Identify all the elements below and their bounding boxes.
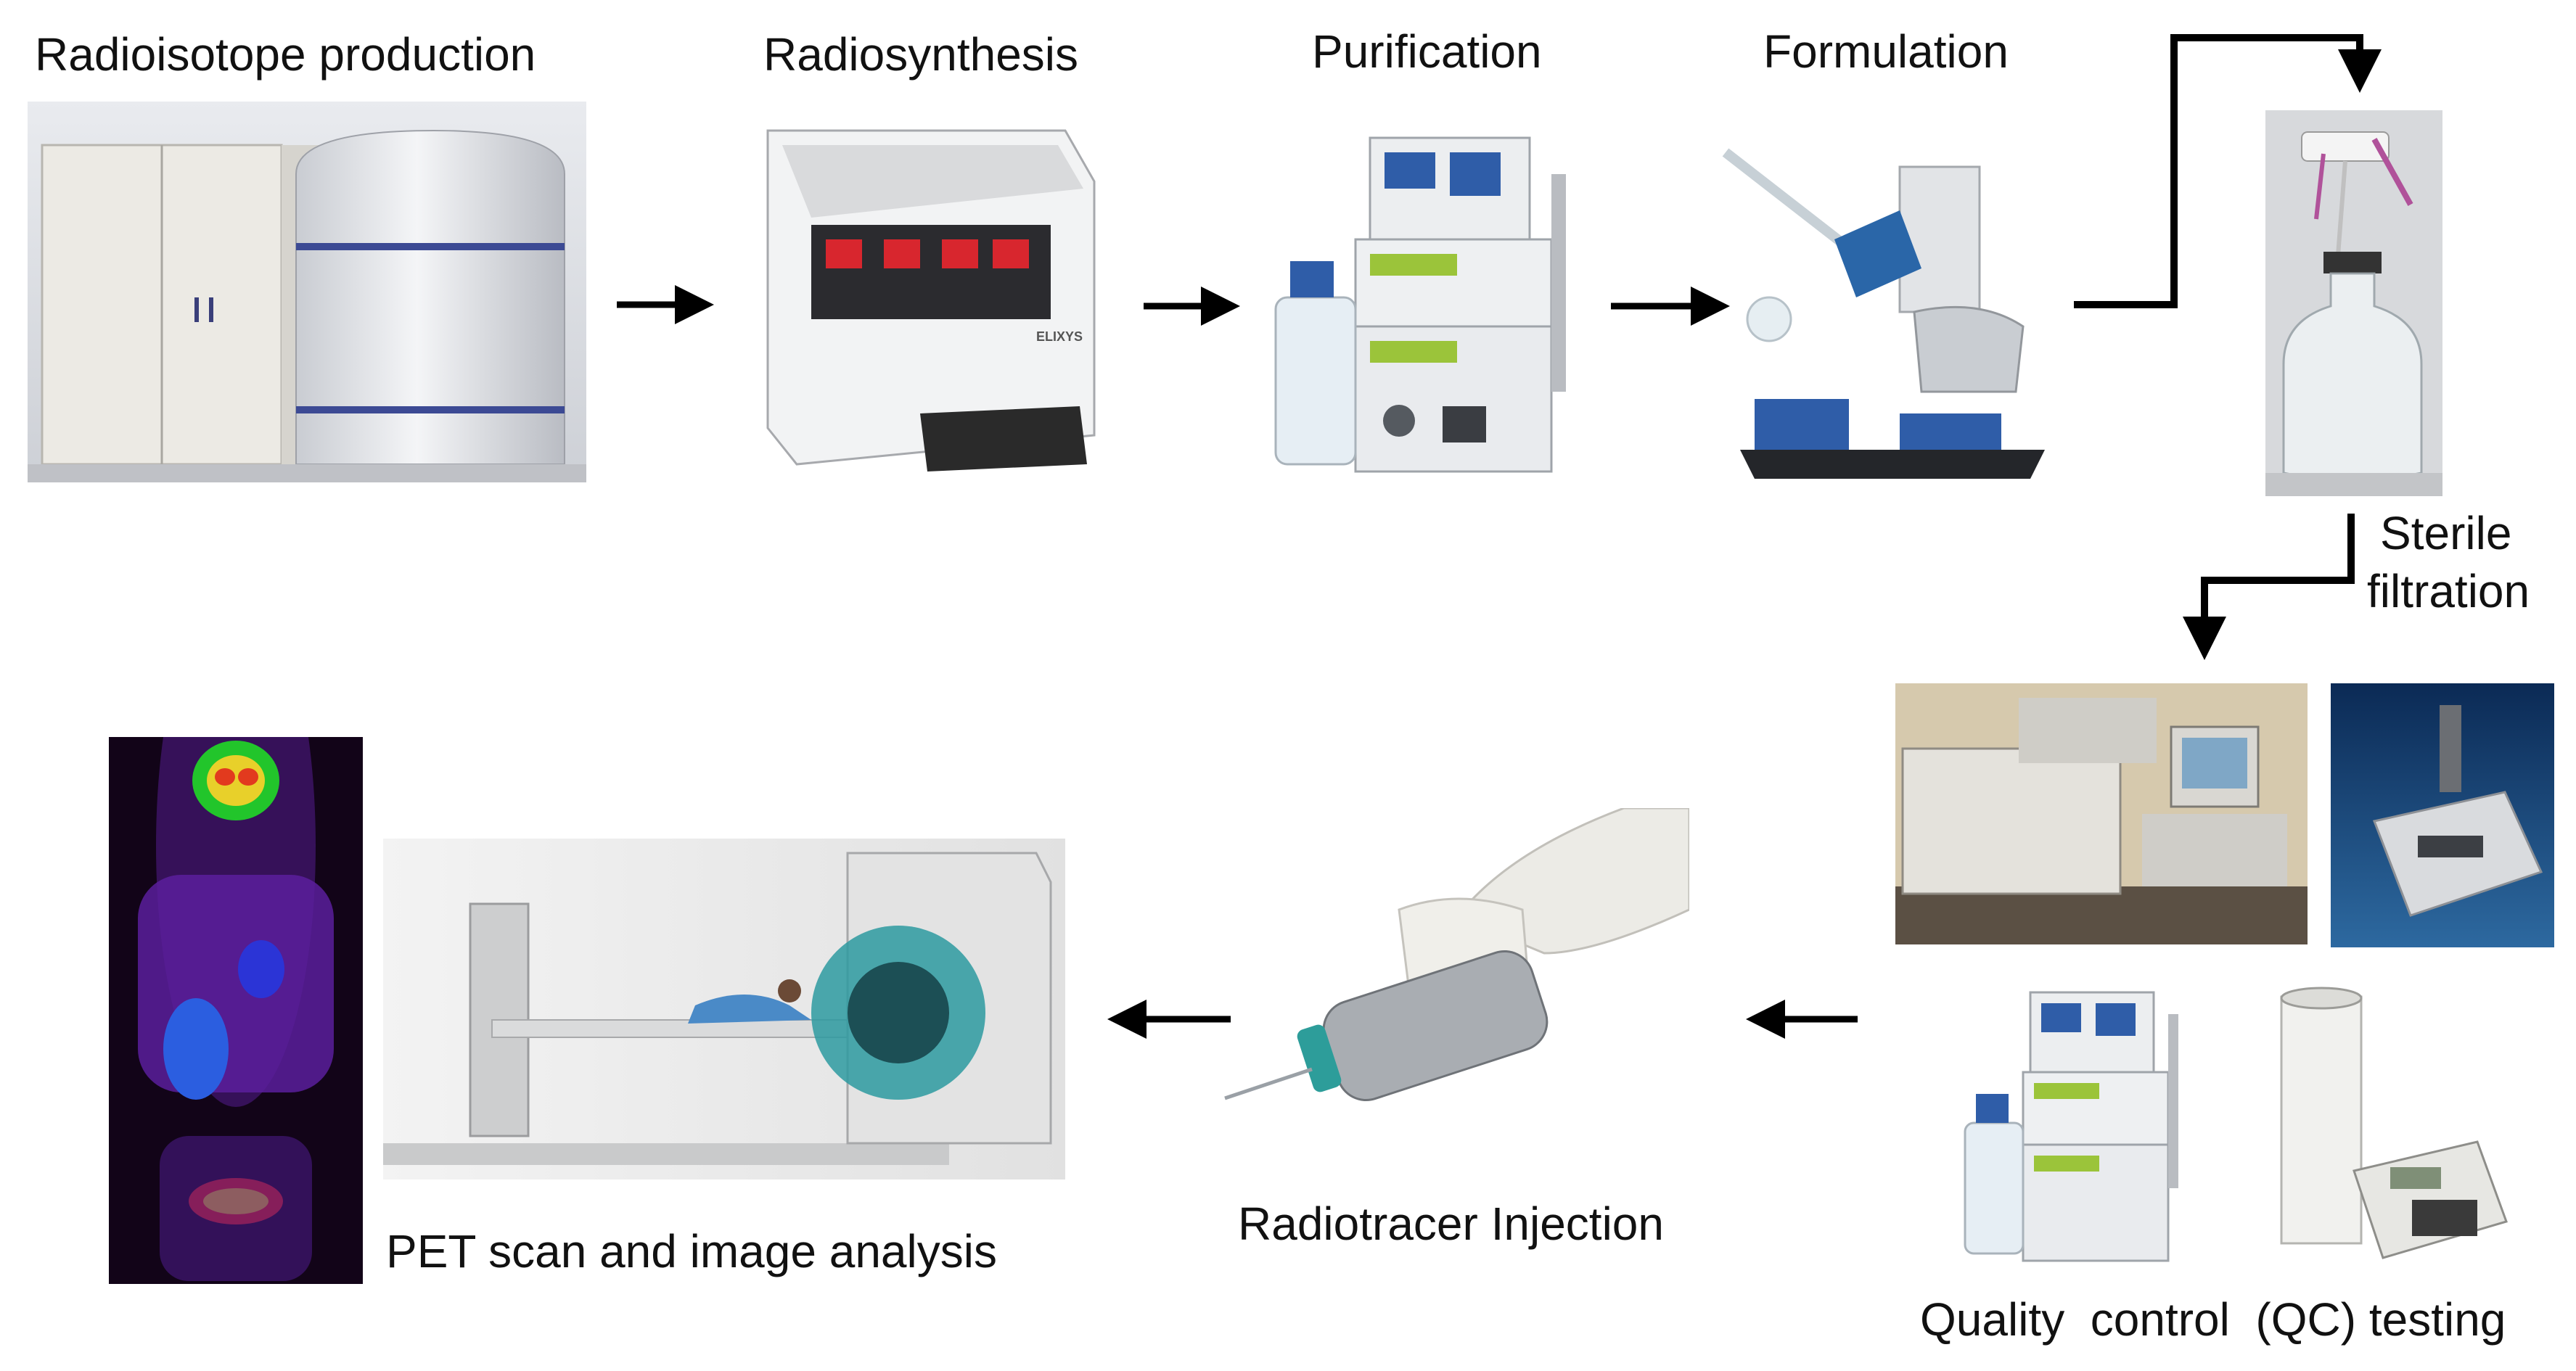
label-quality-control: Quality control (QC) testing xyxy=(1920,1293,2506,1346)
label-sterile-line1: Sterile xyxy=(2380,507,2512,559)
rotary-evaporator-photo xyxy=(1711,131,2059,486)
arrow-filtration-to-qc xyxy=(2183,514,2355,660)
label-sterile-line2: filtration xyxy=(2367,565,2530,617)
synth-brand: ELIXYS xyxy=(1036,329,1083,344)
label-purification: Purification xyxy=(1312,25,1542,78)
pet-image xyxy=(109,737,363,1284)
hplc-photo xyxy=(1261,131,1602,486)
label-radioisotope-production: Radioisotope production xyxy=(35,28,536,81)
cyclotron-photo xyxy=(28,102,586,482)
qc-dose-calibrator-photo xyxy=(2331,683,2554,947)
label-radiosynthesis: Radiosynthesis xyxy=(763,28,1078,81)
synthesizer-photo: ELIXYS xyxy=(753,123,1116,493)
syringe-shield-photo xyxy=(1218,808,1689,1171)
label-radiotracer-injection: Radiotracer Injection xyxy=(1238,1198,1664,1250)
arrow-formulation-to-filtration xyxy=(2074,34,2382,308)
qc-gc-instrument-photo xyxy=(1895,683,2308,944)
qc-radioactivity-counter-photo xyxy=(2267,982,2515,1269)
pet-scanner-photo xyxy=(383,839,1065,1179)
label-pet-scan: PET scan and image analysis xyxy=(386,1225,997,1277)
label-formulation: Formulation xyxy=(1763,25,2009,78)
qc-hplc-photo xyxy=(1958,985,2202,1268)
sterile-filter-vial-photo xyxy=(2265,110,2442,496)
